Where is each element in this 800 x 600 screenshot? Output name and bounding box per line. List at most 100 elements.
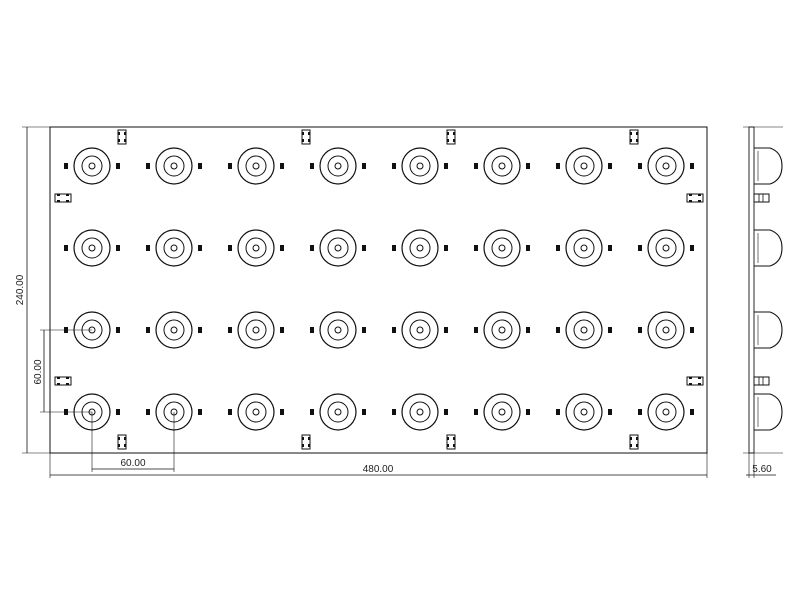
connector xyxy=(54,376,72,386)
led-chip xyxy=(170,162,178,170)
led-lens-outer xyxy=(73,147,111,185)
led-chip xyxy=(498,244,506,252)
led-lens-outer xyxy=(319,311,357,349)
led-chip xyxy=(498,326,506,334)
led-lens-outer xyxy=(401,229,439,267)
led-2-1 xyxy=(64,229,120,267)
connector xyxy=(629,129,639,145)
led-pad-left xyxy=(392,327,396,333)
led-pad-left xyxy=(228,327,232,333)
led-3-3 xyxy=(228,311,284,349)
led-pad-right xyxy=(526,327,530,333)
led-lens-inner xyxy=(655,237,677,259)
connector xyxy=(686,376,704,386)
led-1-3 xyxy=(228,147,284,185)
led-pad-left xyxy=(638,245,642,251)
led-lens-inner xyxy=(81,155,103,177)
led-chip xyxy=(662,326,670,334)
side-view: 5.60 xyxy=(743,126,783,478)
led-lens-outer xyxy=(565,147,603,185)
led-lens-outer xyxy=(237,393,275,431)
led-pad-left xyxy=(310,327,314,333)
led-3-5 xyxy=(392,311,448,349)
led-lens-inner xyxy=(573,319,595,341)
led-pad-right xyxy=(116,163,120,169)
connector xyxy=(117,434,127,450)
led-pad-left xyxy=(228,245,232,251)
led-chip xyxy=(88,162,96,170)
led-lens-inner xyxy=(245,401,267,423)
connector xyxy=(301,129,311,145)
led-2-2 xyxy=(146,229,202,267)
led-lens-outer xyxy=(319,393,357,431)
led-lens-outer xyxy=(565,311,603,349)
led-3-7 xyxy=(556,311,612,349)
led-lens-outer xyxy=(647,229,685,267)
led-pad-left xyxy=(638,409,642,415)
connector xyxy=(446,129,456,145)
led-pad-left xyxy=(392,163,396,169)
led-lens-outer xyxy=(483,311,521,349)
thickness-dimension-label: 5.60 xyxy=(752,464,772,475)
led-lens-outer xyxy=(319,147,357,185)
led-2-7 xyxy=(556,229,612,267)
led-pad-right xyxy=(362,163,366,169)
led-chip xyxy=(334,326,342,334)
led-pad-right xyxy=(198,327,202,333)
led-lens-inner xyxy=(327,319,349,341)
led-chip xyxy=(580,162,588,170)
led-lens-outer xyxy=(155,229,193,267)
led-lens-outer xyxy=(647,311,685,349)
connector xyxy=(446,434,456,450)
side-lens xyxy=(754,311,783,349)
led-4-8 xyxy=(638,393,694,431)
led-lens-inner xyxy=(573,155,595,177)
led-pad-left xyxy=(556,327,560,333)
led-chip xyxy=(170,244,178,252)
led-1-1 xyxy=(64,147,120,185)
side-view-board xyxy=(748,126,755,454)
side-lens xyxy=(754,147,783,185)
height-dimension: 240.00 xyxy=(15,126,50,454)
led-lens-inner xyxy=(163,237,185,259)
led-pad-left xyxy=(556,163,560,169)
led-pad-left xyxy=(556,245,560,251)
led-lens-inner xyxy=(491,401,513,423)
led-2-8 xyxy=(638,229,694,267)
led-pad-right xyxy=(362,245,366,251)
led-pad-right xyxy=(690,163,694,169)
led-lens-outer xyxy=(237,229,275,267)
side-connector xyxy=(753,376,770,386)
led-lens-outer xyxy=(73,229,111,267)
led-1-4 xyxy=(310,147,366,185)
led-pad-right xyxy=(280,163,284,169)
led-chip xyxy=(88,244,96,252)
led-4-7 xyxy=(556,393,612,431)
led-pad-right xyxy=(280,409,284,415)
connector xyxy=(54,193,72,203)
led-pad-left xyxy=(392,409,396,415)
led-pad-left xyxy=(146,409,150,415)
led-1-2 xyxy=(146,147,202,185)
connector-group xyxy=(54,129,704,450)
led-lens-inner xyxy=(163,155,185,177)
vertical-pitch-dimension: 60.00 xyxy=(33,329,92,413)
led-pad-left xyxy=(556,409,560,415)
led-chip xyxy=(416,162,424,170)
led-3-8 xyxy=(638,311,694,349)
connector xyxy=(301,434,311,450)
led-2-3 xyxy=(228,229,284,267)
connector xyxy=(629,434,639,450)
led-pad-left xyxy=(638,327,642,333)
led-pad-right xyxy=(608,163,612,169)
led-lens-outer xyxy=(155,311,193,349)
panel-outline xyxy=(49,126,708,454)
led-lens-inner xyxy=(655,319,677,341)
led-pad-right xyxy=(362,409,366,415)
led-chip xyxy=(580,408,588,416)
led-pad-left xyxy=(64,163,68,169)
led-pad-left xyxy=(310,163,314,169)
led-4-4 xyxy=(310,393,366,431)
led-pad-left xyxy=(310,245,314,251)
